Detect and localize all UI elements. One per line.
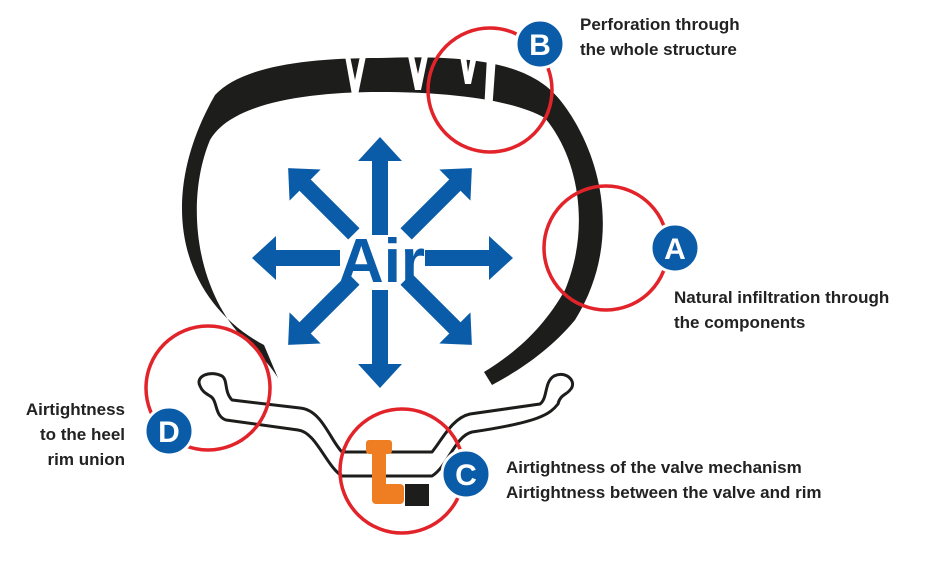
arrow-down-icon [358,290,402,388]
callout-b-label: Perforation through the whole structure [580,12,740,62]
callout-b-line-2: the whole structure [580,40,737,59]
perforation-gap [484,56,496,112]
arrow-up-left-icon [288,168,360,240]
valve-body [366,440,392,454]
callout-c-line-1: Airtightness of the valve mechanism [506,458,802,477]
callout-d-line-2: to the heel [39,425,125,444]
callout-a-line-1: Natural infiltration through [674,288,890,307]
callout-b-line-1: Perforation through [580,15,740,34]
callout-d-line-3: rim union [47,450,125,469]
valve-nut [405,484,429,506]
badge-b-letter: B [529,29,551,62]
tread-groove [345,56,366,95]
tread-groove [408,56,428,90]
arrow-up-right-icon [400,168,472,240]
callout-d-line-1: Airtightness [25,400,125,419]
tire-cross-section [181,57,603,385]
arrow-down-left-icon [288,273,360,345]
callout-c-line-2: Airtightness between the valve and rim [506,483,822,502]
badge-d: D [143,405,195,457]
callout-a-label: Natural infiltration through the compone… [674,285,889,335]
arrow-up-icon [358,137,402,235]
badge-d-letter: D [158,416,180,449]
valve-stem [372,452,386,490]
tread-groove [460,56,477,84]
valve-icon [366,440,429,506]
badge-c-letter: C [455,459,477,492]
callout-d-label: Airtightness to the heel rim union [10,397,125,472]
highlight-circle-b [426,26,554,154]
callout-c-label: Airtightness of the valve mechanism Airt… [506,455,822,505]
highlight-circle-d [144,324,272,452]
badge-a: A [649,222,701,274]
badge-b: B [514,18,566,70]
valve-foot [372,484,404,504]
air-arrows [252,137,513,388]
badge-a-letter: A [664,233,686,266]
badge-c: C [440,448,492,500]
highlight-circle-a [542,184,670,312]
arrow-left-icon [252,236,340,280]
callout-a-line-2: the components [674,313,806,332]
arrow-down-right-icon [400,273,472,345]
arrow-right-icon [425,236,513,280]
center-air-label: Air [339,227,425,296]
